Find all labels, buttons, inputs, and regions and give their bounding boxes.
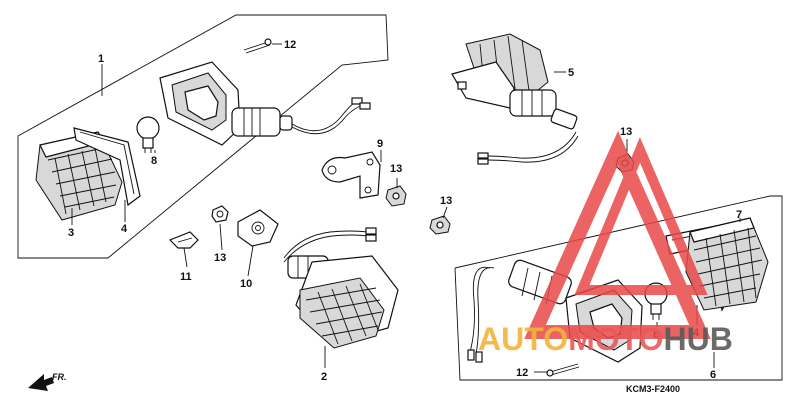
svg-text:AUTOMOTOHUB: AUTOMOTOHUB [478, 321, 733, 357]
diagram-code: KCM3-F2400 [626, 384, 680, 394]
bulb-8-left [136, 116, 160, 153]
watermark-word-hub: HUB [663, 321, 732, 357]
callout-8-left: 8 [151, 155, 157, 167]
screw-12-bottom [546, 363, 580, 377]
callout-13-middle: 13 [440, 195, 452, 207]
callout-12-bottom: 12 [516, 367, 528, 379]
watermark-word-auto: AUTO [478, 321, 568, 357]
callout-5: 5 [568, 67, 574, 79]
lens-7 [685, 217, 769, 311]
callout-7: 7 [736, 209, 742, 221]
callout-2: 2 [321, 371, 327, 383]
callout-10: 10 [240, 278, 252, 290]
winker-5 [451, 33, 579, 165]
callout-11: 11 [180, 271, 192, 283]
watermark-word-moto: MOTO [568, 321, 663, 357]
stay-9 [321, 151, 381, 199]
callout-13-small: 13 [214, 252, 226, 264]
callout-13-left: 13 [390, 163, 402, 175]
screw-12-top [243, 38, 272, 54]
gasket-4-left [73, 127, 141, 207]
assembly-6-frame [454, 195, 783, 381]
nut-13-small [211, 205, 229, 223]
front-direction-label: FR. [52, 372, 67, 382]
watermark-logo-icon [524, 130, 711, 339]
nut-13-left [385, 185, 407, 207]
grommet-10 [237, 209, 279, 247]
nut-13-middle [429, 215, 451, 235]
callout-6: 6 [710, 369, 716, 381]
clip-11 [168, 231, 199, 249]
callout-9: 9 [377, 138, 383, 150]
callout-12-top: 12 [284, 39, 296, 51]
callout-13-right: 13 [620, 126, 632, 138]
callout-1: 1 [98, 53, 104, 65]
callout-4-left: 4 [121, 223, 128, 235]
housing-1 [159, 61, 371, 146]
assembly-1-frame [17, 14, 389, 259]
callout-3: 3 [68, 227, 74, 239]
winker-2 [283, 227, 399, 349]
watermark: AUTOMOTOHUB [478, 321, 733, 357]
front-direction-arrow: FR. [28, 372, 67, 391]
